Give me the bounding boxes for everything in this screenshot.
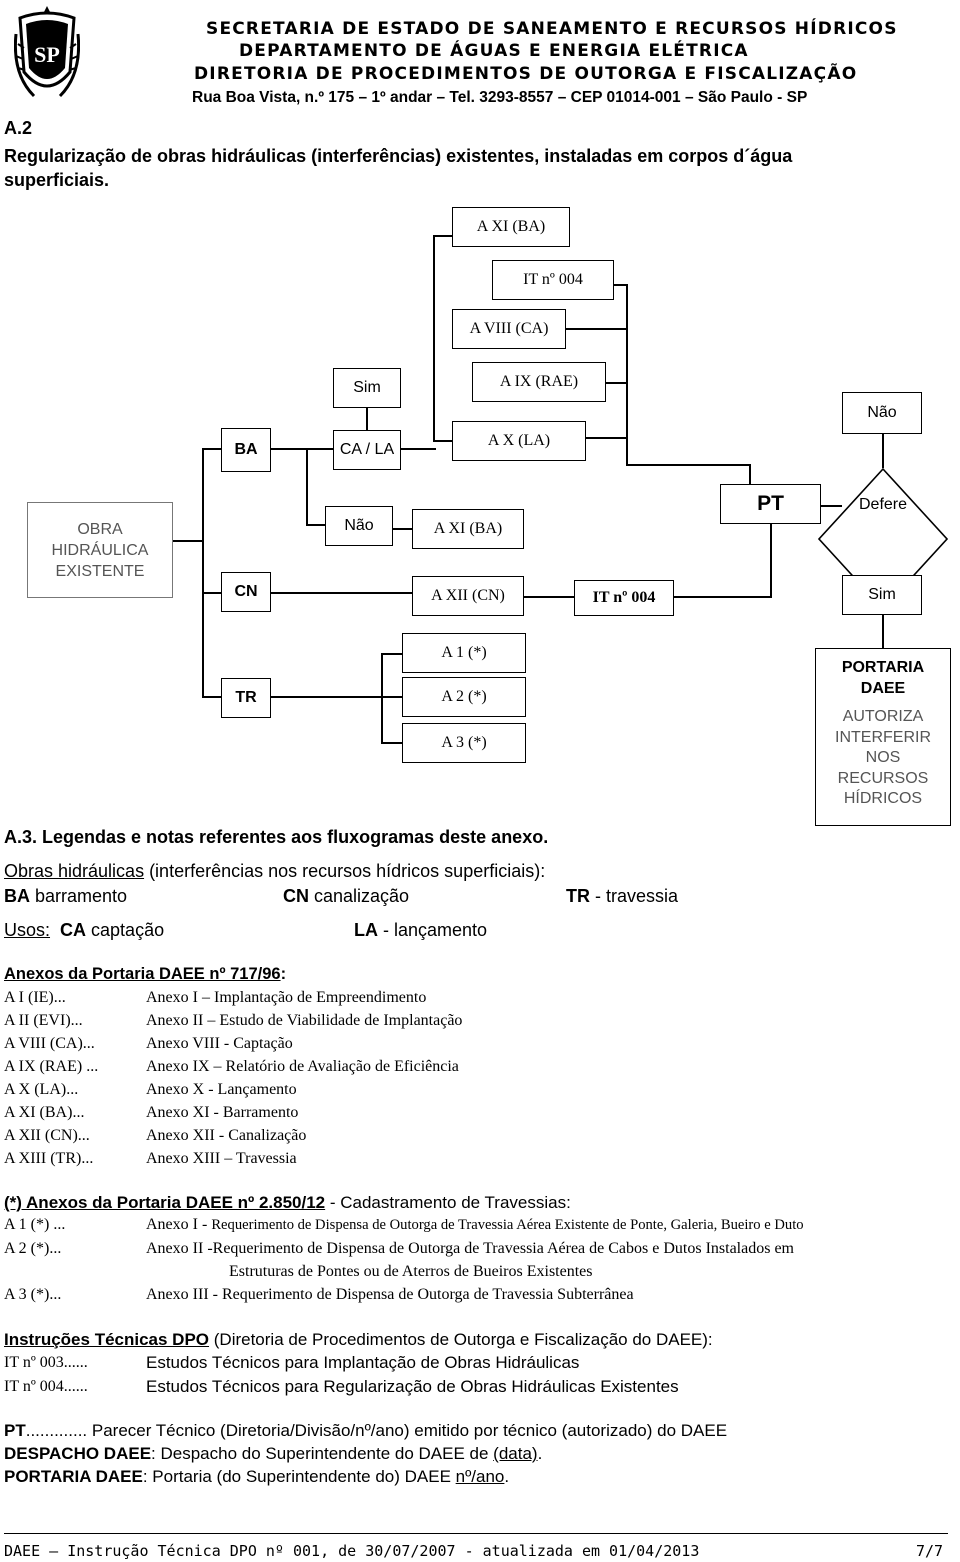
travessia-a2-code: A 2 (*)... [4, 1240, 62, 1257]
travessia-a3-code: A 3 (*)... [4, 1286, 62, 1303]
header-secretaria: SECRETARIA DE ESTADO DE SANEAMENTO E REC… [206, 19, 898, 39]
legend-tr: TR - travessia [566, 886, 679, 906]
anexo-code: A XII (CN)... [4, 1127, 90, 1144]
travessia-a1-desc: Anexo I - Requerimento de Dispensa de Ou… [146, 1216, 804, 1233]
nao-box-2: Não [842, 392, 922, 434]
instrucoes-heading: Instruções Técnicas DPO (Diretoria de Pr… [4, 1330, 713, 1349]
anexo-code: A X (LA)... [4, 1081, 79, 1098]
it-004-desc: Estudos Técnicos para Regularização de O… [146, 1377, 679, 1396]
anexo-description: Anexo XII - Canalização [146, 1127, 307, 1144]
anexo-description: Anexo I – Implantação de Empreendimento [146, 989, 427, 1006]
ca-la-box: CA / LA [333, 430, 401, 470]
portaria-daee-box: PORTARIA DAEE AUTORIZA INTERFERIR NOS RE… [815, 648, 951, 826]
footer-divider [4, 1533, 948, 1534]
travessia-a3-desc: Anexo III - Requerimento de Dispensa de … [146, 1286, 634, 1303]
ba-box: BA [221, 428, 271, 472]
it-004-code: IT nº 004...... [4, 1378, 88, 1395]
anexo-description: Anexo II – Estudo de Viabilidade de Impl… [146, 1012, 463, 1029]
header-diretoria: DIRETORIA DE PROCEDIMENTOS DE OUTORGA E … [194, 64, 858, 84]
a3-box: A 3 (*) [402, 723, 526, 763]
anexo-code: A IX (RAE) ... [4, 1058, 99, 1075]
aviii-ca-box: A VIII (CA) [452, 309, 566, 349]
axii-cn-box: A XII (CN) [412, 576, 524, 616]
legend-la: LA - lançamento [354, 920, 488, 940]
svg-text:SP: SP [34, 42, 60, 67]
legend-usos: Usos: CA captação [4, 920, 165, 940]
def-pt: PT............. Parecer Técnico (Diretor… [4, 1421, 728, 1440]
section-number-a2: A.2 [4, 118, 33, 138]
section-title-a2: Regularização de obras hidráulicas (inte… [4, 146, 793, 166]
it-004-box-top: IT nº 004 [492, 260, 614, 300]
axi-ba-box-top: A XI (BA) [452, 207, 570, 247]
header-departamento: DEPARTAMENTO DE ÁGUAS E ENERGIA ELÉTRICA [239, 41, 749, 61]
anexo-description: Anexo VIII - Captação [146, 1035, 293, 1052]
sim-box-1: Sim [333, 368, 401, 408]
sim-box-2: Sim [842, 575, 922, 615]
travessia-a2-desc-cont: Estruturas de Pontes ou de Aterros de Bu… [229, 1263, 593, 1280]
footer-page-number: 7/7 [916, 1542, 944, 1560]
it-003-code: IT nº 003...... [4, 1354, 88, 1371]
anexo-code: A VIII (CA)... [4, 1035, 95, 1052]
travessia-a1-code: A 1 (*) ... [4, 1216, 66, 1233]
nao-box-1: Não [325, 506, 393, 546]
def-despacho: DESPACHO DAEE: Despacho do Superintenden… [4, 1444, 543, 1463]
anexo-code: A I (IE)... [4, 989, 66, 1006]
anexo-code: A II (EVI)... [4, 1012, 83, 1029]
a1-box: A 1 (*) [402, 633, 526, 673]
anexo-description: Anexo X - Lançamento [146, 1081, 297, 1098]
anexo-description: Anexo XI - Barramento [146, 1104, 299, 1121]
footer-text: DAEE – Instrução Técnica DPO nº 001, de … [4, 1542, 700, 1560]
pt-box: PT [720, 484, 821, 524]
tr-box: TR [221, 678, 271, 718]
legend-cn: CN canalização [283, 886, 410, 906]
def-portaria: PORTARIA DAEE: Portaria (do Superintende… [4, 1467, 510, 1486]
axi-ba-box-mid: A XI (BA) [412, 509, 524, 549]
anexo-description: Anexo XIII – Travessia [146, 1150, 297, 1167]
defere-label: Defere [858, 496, 908, 513]
travessias-heading: (*) Anexos da Portaria DAEE nº 2.850/12 … [4, 1193, 571, 1212]
it-003-desc: Estudos Técnicos para Implantação de Obr… [146, 1353, 580, 1372]
travessia-a2-desc: Anexo II -Requerimento de Dispensa de Ou… [146, 1240, 794, 1257]
section-title-a2-cont: superficiais. [4, 170, 110, 190]
ax-la-box: A X (LA) [452, 421, 586, 461]
anexos-heading: Anexos da Portaria DAEE nº 717/96: [4, 965, 287, 983]
anexo-description: Anexo IX – Relatório de Avaliação de Efi… [146, 1058, 459, 1075]
cn-box: CN [221, 572, 271, 612]
header-address: Rua Boa Vista, n.º 175 – 1º andar – Tel.… [192, 89, 808, 106]
obras-hidraulicas-line: Obras hidráulicas (interferências nos re… [4, 861, 546, 881]
aix-rae-box: A IX (RAE) [472, 362, 606, 402]
legend-ba: BA barramento [4, 886, 128, 906]
anexo-code: A XI (BA)... [4, 1104, 85, 1121]
it-004-box-mid: IT nº 004 [574, 580, 674, 616]
section-title-a3: A.3. Legendas e notas referentes aos flu… [4, 827, 549, 847]
state-seal-logo: SP [13, 4, 81, 104]
anexo-code: A XIII (TR)... [4, 1150, 94, 1167]
a2-box: A 2 (*) [402, 677, 526, 717]
